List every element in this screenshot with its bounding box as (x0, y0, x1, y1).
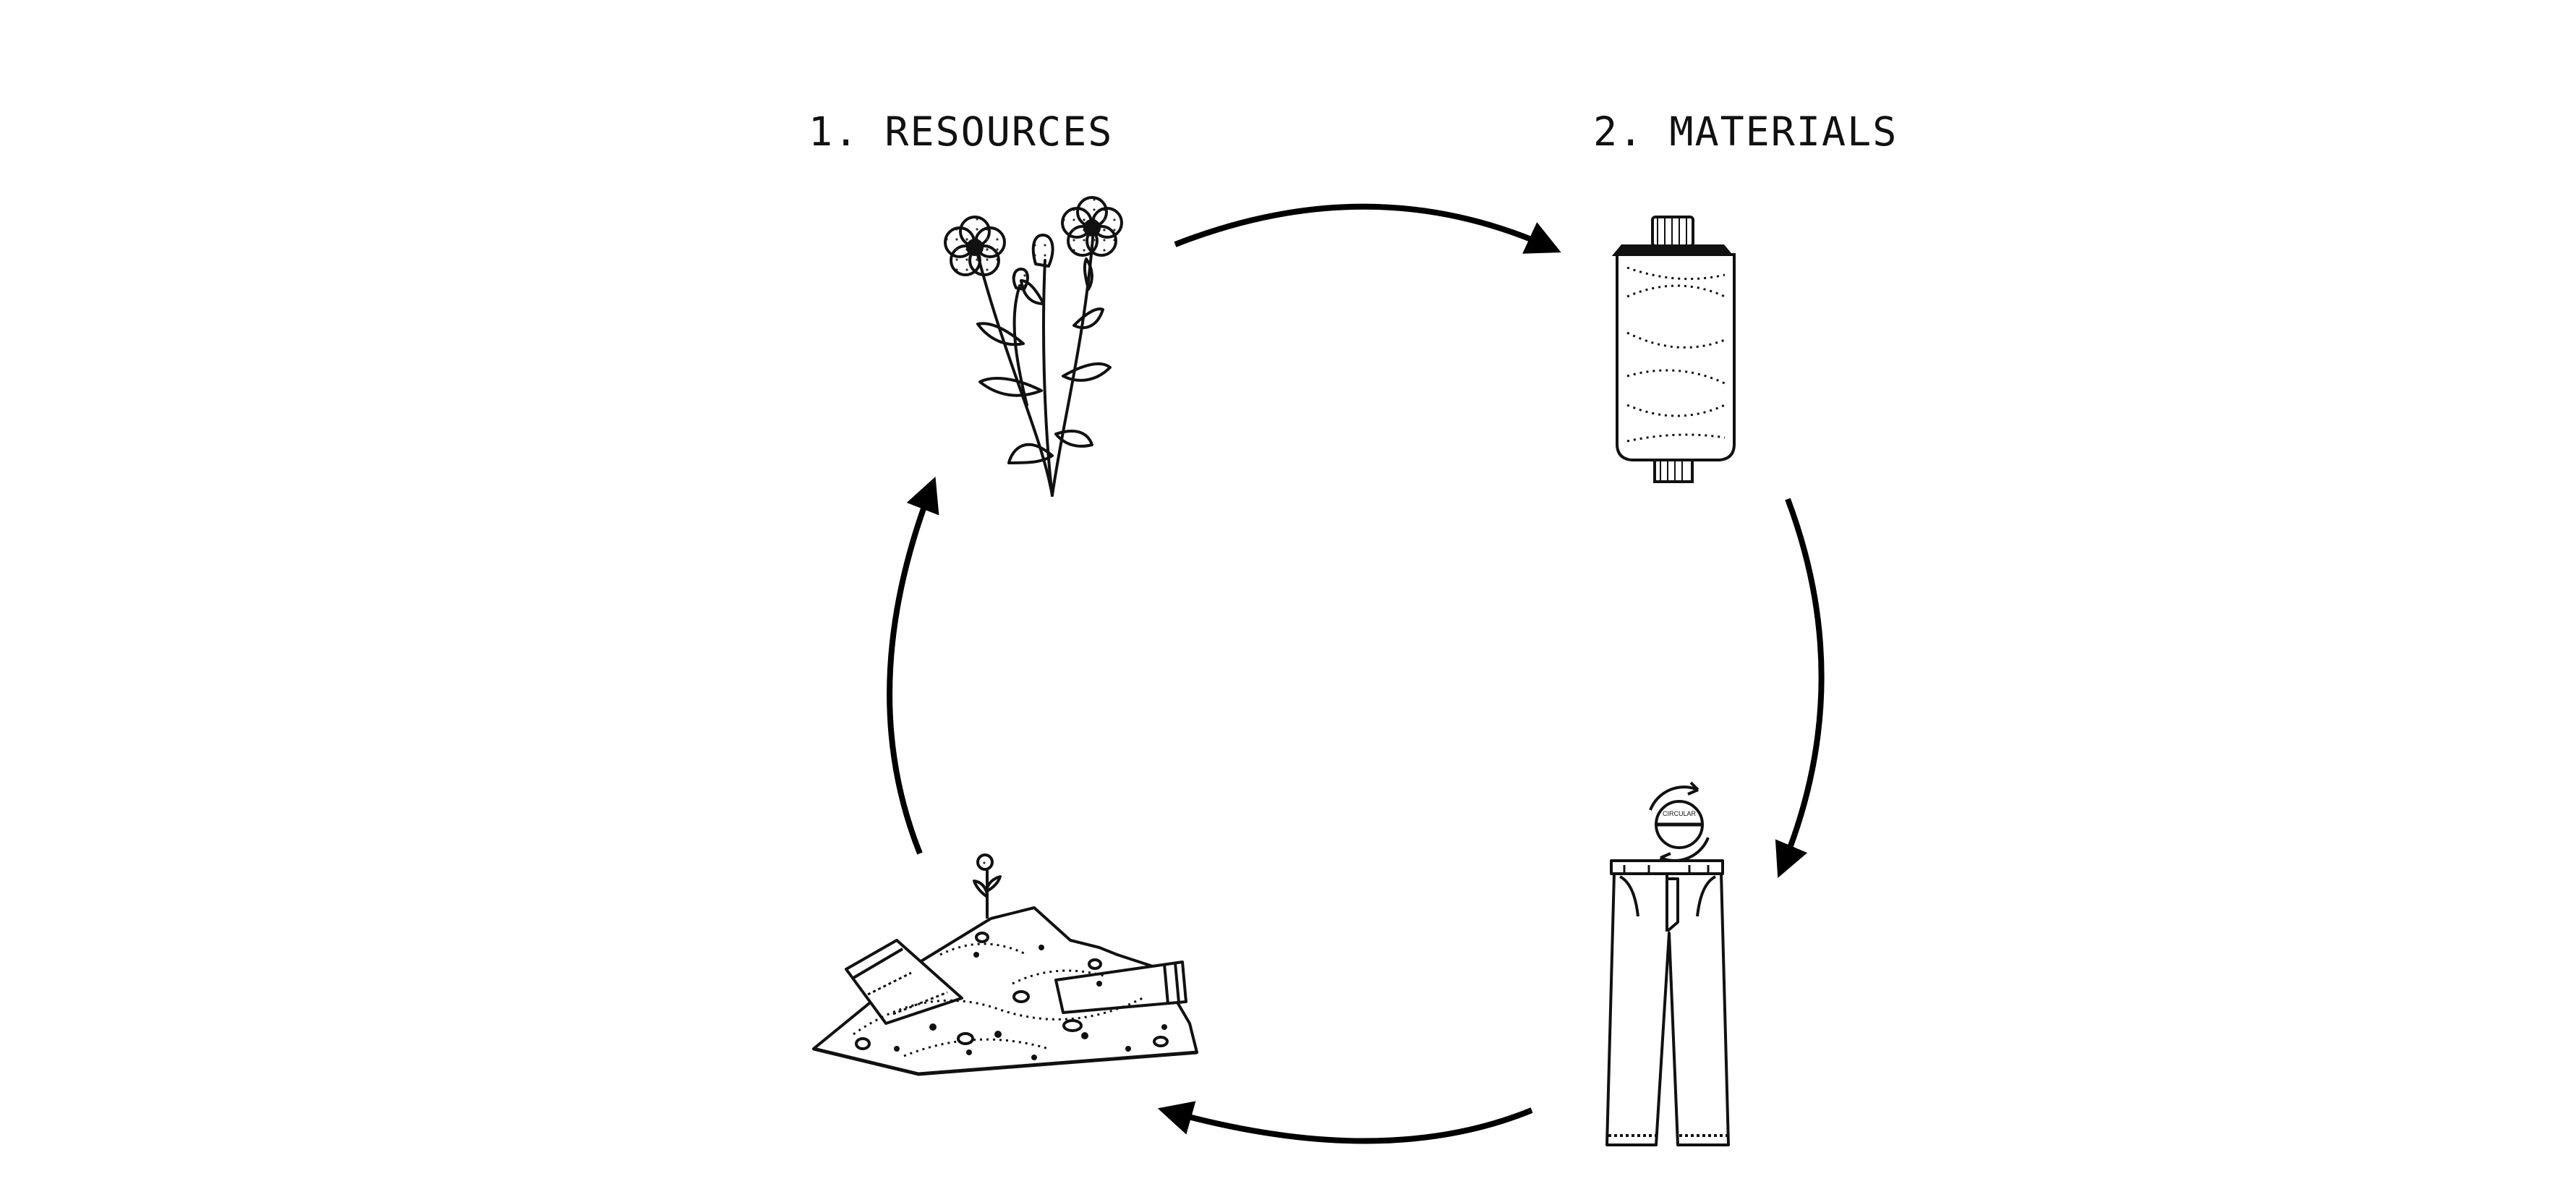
badge-text: CIRCULAR (1663, 810, 1697, 817)
arrow-compost-to-resources (887, 477, 939, 855)
arrow-product-to-compost (1157, 1101, 1533, 1144)
recycle-badge-icon: CIRCULAR (1649, 781, 1710, 866)
compost-pile-icon (812, 853, 1198, 1076)
stage-label-resources: 1. RESOURCES (809, 108, 1114, 155)
arrow-resources-to-materials (1174, 203, 1561, 254)
stage-label-materials: 2. MATERIALS (1593, 108, 1898, 155)
thread-spool-icon (1611, 216, 1736, 483)
trousers-icon (1605, 859, 1730, 1146)
arrow-materials-to-product (1775, 498, 1825, 878)
flax-flower-icon (944, 196, 1123, 497)
